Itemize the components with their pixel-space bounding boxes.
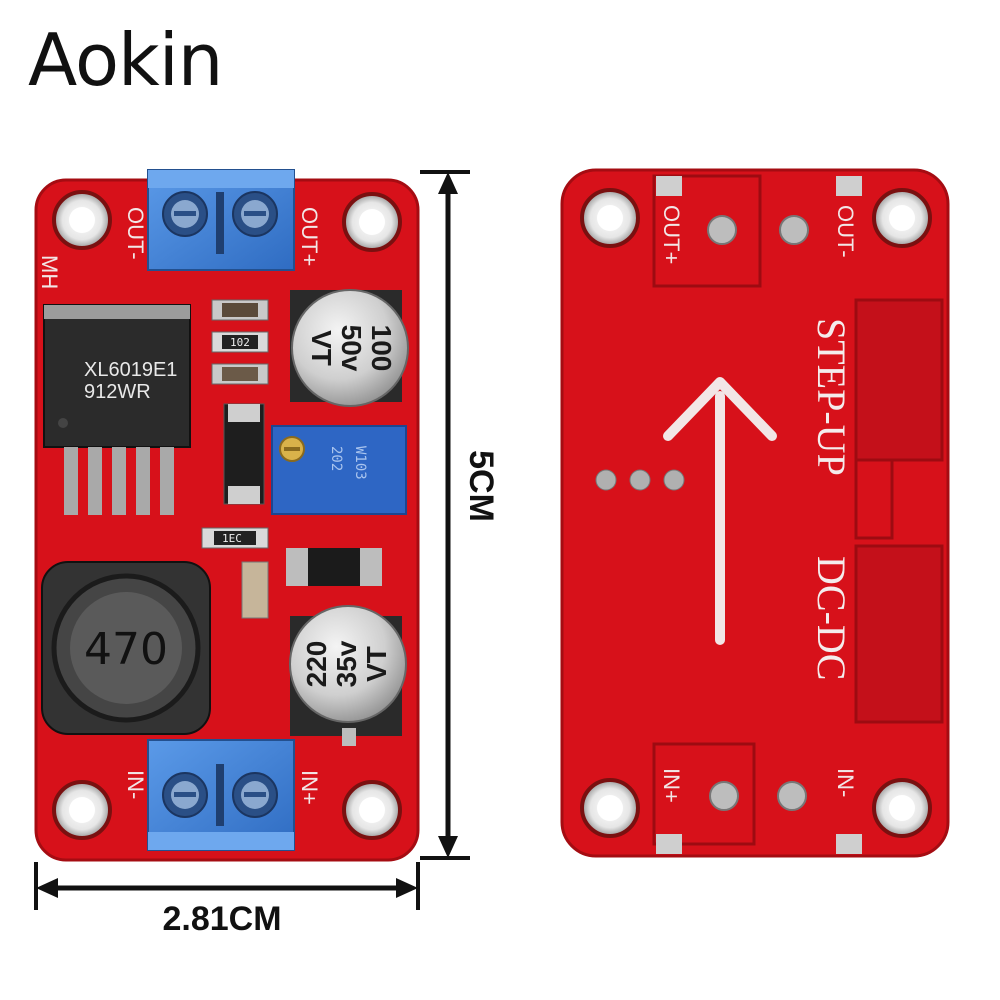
via-field-lower — [854, 544, 944, 724]
ic-chip — [43, 304, 191, 515]
back-pcb — [560, 168, 950, 858]
smd-resistor-label: 102 — [230, 336, 250, 349]
trimmer-marking-line2: 202 — [328, 446, 344, 471]
cap-top-value: 100 — [366, 325, 397, 372]
dimension-height-marker — [420, 170, 470, 860]
cap-top-voltage: 50v — [336, 325, 367, 372]
dimension-width-marker — [34, 862, 420, 910]
back-in-minus-label: IN- — [833, 768, 858, 797]
smd-components — [201, 299, 382, 619]
cap-bottom-voltage: 35v — [331, 640, 362, 687]
back-board: OUT+ OUT- IN+ IN- STEP-UP DC-DC — [560, 168, 950, 858]
front-out-minus-label: OUT- — [123, 207, 148, 260]
ic-marking-line2: 912WR — [84, 381, 151, 403]
brand-logo-text: Aokin — [28, 18, 223, 102]
height-dimension-label: 5CM — [462, 450, 500, 522]
mounting-holes-back — [580, 188, 932, 838]
inductor-value: 470 — [84, 624, 168, 675]
capacitor-bottom — [289, 605, 407, 746]
width-dimension-label: 2.81CM — [162, 900, 281, 938]
front-board: OUT- OUT+ MH XL6019E1 912WR — [34, 169, 420, 862]
front-side-mark: MH — [37, 255, 62, 289]
output-terminal-block — [147, 169, 295, 271]
front-in-plus-label: IN+ — [297, 770, 322, 805]
front-in-minus-label: IN- — [123, 770, 148, 799]
back-in-plus-label: IN+ — [659, 768, 684, 803]
cap-top-series: VT — [306, 330, 337, 366]
smd-resistor2-label: 1EC — [222, 532, 242, 545]
cap-bottom-value: 220 — [301, 641, 332, 688]
ic-marking-line1: XL6019E1 — [84, 359, 177, 381]
trimmer-potentiometer — [271, 425, 407, 515]
back-title-step-up: STEP-UP — [809, 318, 854, 476]
back-pads — [595, 174, 862, 854]
trimmer-marking-line1: W103 — [352, 446, 368, 480]
via-field-upper — [854, 298, 944, 540]
capacitor-top — [290, 289, 409, 407]
back-out-minus-label: OUT- — [833, 205, 858, 258]
direction-arrow — [663, 377, 777, 645]
front-out-plus-label: OUT+ — [297, 207, 322, 266]
inductor — [41, 561, 211, 735]
input-terminal-block — [147, 739, 295, 851]
cap-bottom-series: VT — [361, 646, 392, 682]
back-out-plus-label: OUT+ — [659, 205, 684, 264]
back-title-dc-dc: DC-DC — [809, 556, 854, 680]
mounting-holes-front — [52, 190, 402, 840]
